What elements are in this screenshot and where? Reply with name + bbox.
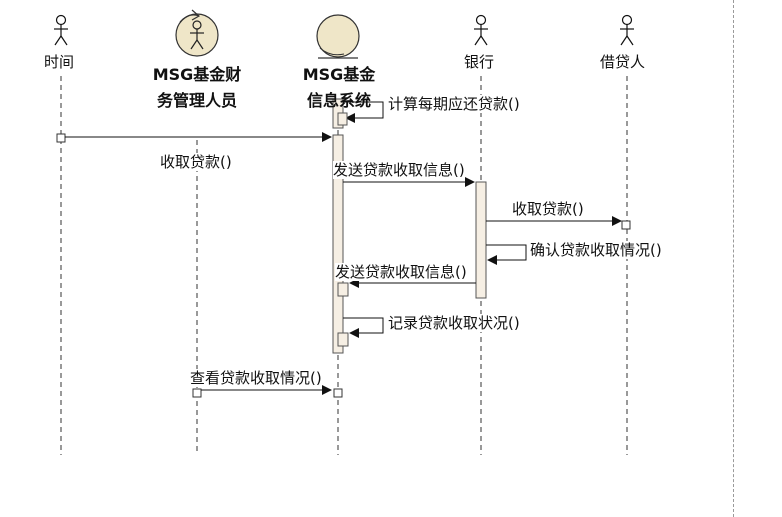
message-label-m4: 收取贷款() xyxy=(512,200,584,218)
activation-bank xyxy=(475,181,487,299)
message-arrow-m2 xyxy=(56,132,332,143)
lifeline-label-bank: 银行 xyxy=(464,53,495,71)
message-label-m5: 确认贷款收取情况() xyxy=(530,241,662,259)
lifeline-label-system: MSG基金信息系统 xyxy=(302,65,376,110)
message-label-m1: 计算每期应还贷款() xyxy=(388,95,520,113)
business-worker-icon xyxy=(175,9,219,57)
message-label-m8: 查看贷款收取情况() xyxy=(190,369,322,387)
activation-system-2 xyxy=(332,134,344,354)
lifeline-label-staff: MSG基金财务管理人员 xyxy=(152,65,242,110)
message-label-m6: 发送贷款收取信息() xyxy=(335,263,467,281)
activation-system-4 xyxy=(337,332,349,347)
self-call-record xyxy=(343,317,384,338)
actor-borrower-icon xyxy=(620,14,634,46)
self-call-calc xyxy=(337,101,384,126)
page-edge-divider xyxy=(733,0,734,517)
activation-system-3 xyxy=(337,282,349,297)
message-arrow-m8 xyxy=(192,385,343,398)
message-arrow-m4 xyxy=(486,216,631,230)
message-label-m3: 发送贷款收取信息() xyxy=(333,161,465,179)
message-label-m2: 收取贷款() xyxy=(160,153,232,171)
message-label-m7: 记录贷款收取状况() xyxy=(388,314,520,332)
lifeline-label-time: 时间 xyxy=(44,53,75,71)
actor-time-icon xyxy=(54,14,68,46)
actor-bank-icon xyxy=(474,14,488,46)
self-call-confirm xyxy=(486,244,527,265)
entity-icon xyxy=(316,14,360,59)
lifeline-label-borrower: 借贷人 xyxy=(600,53,646,71)
